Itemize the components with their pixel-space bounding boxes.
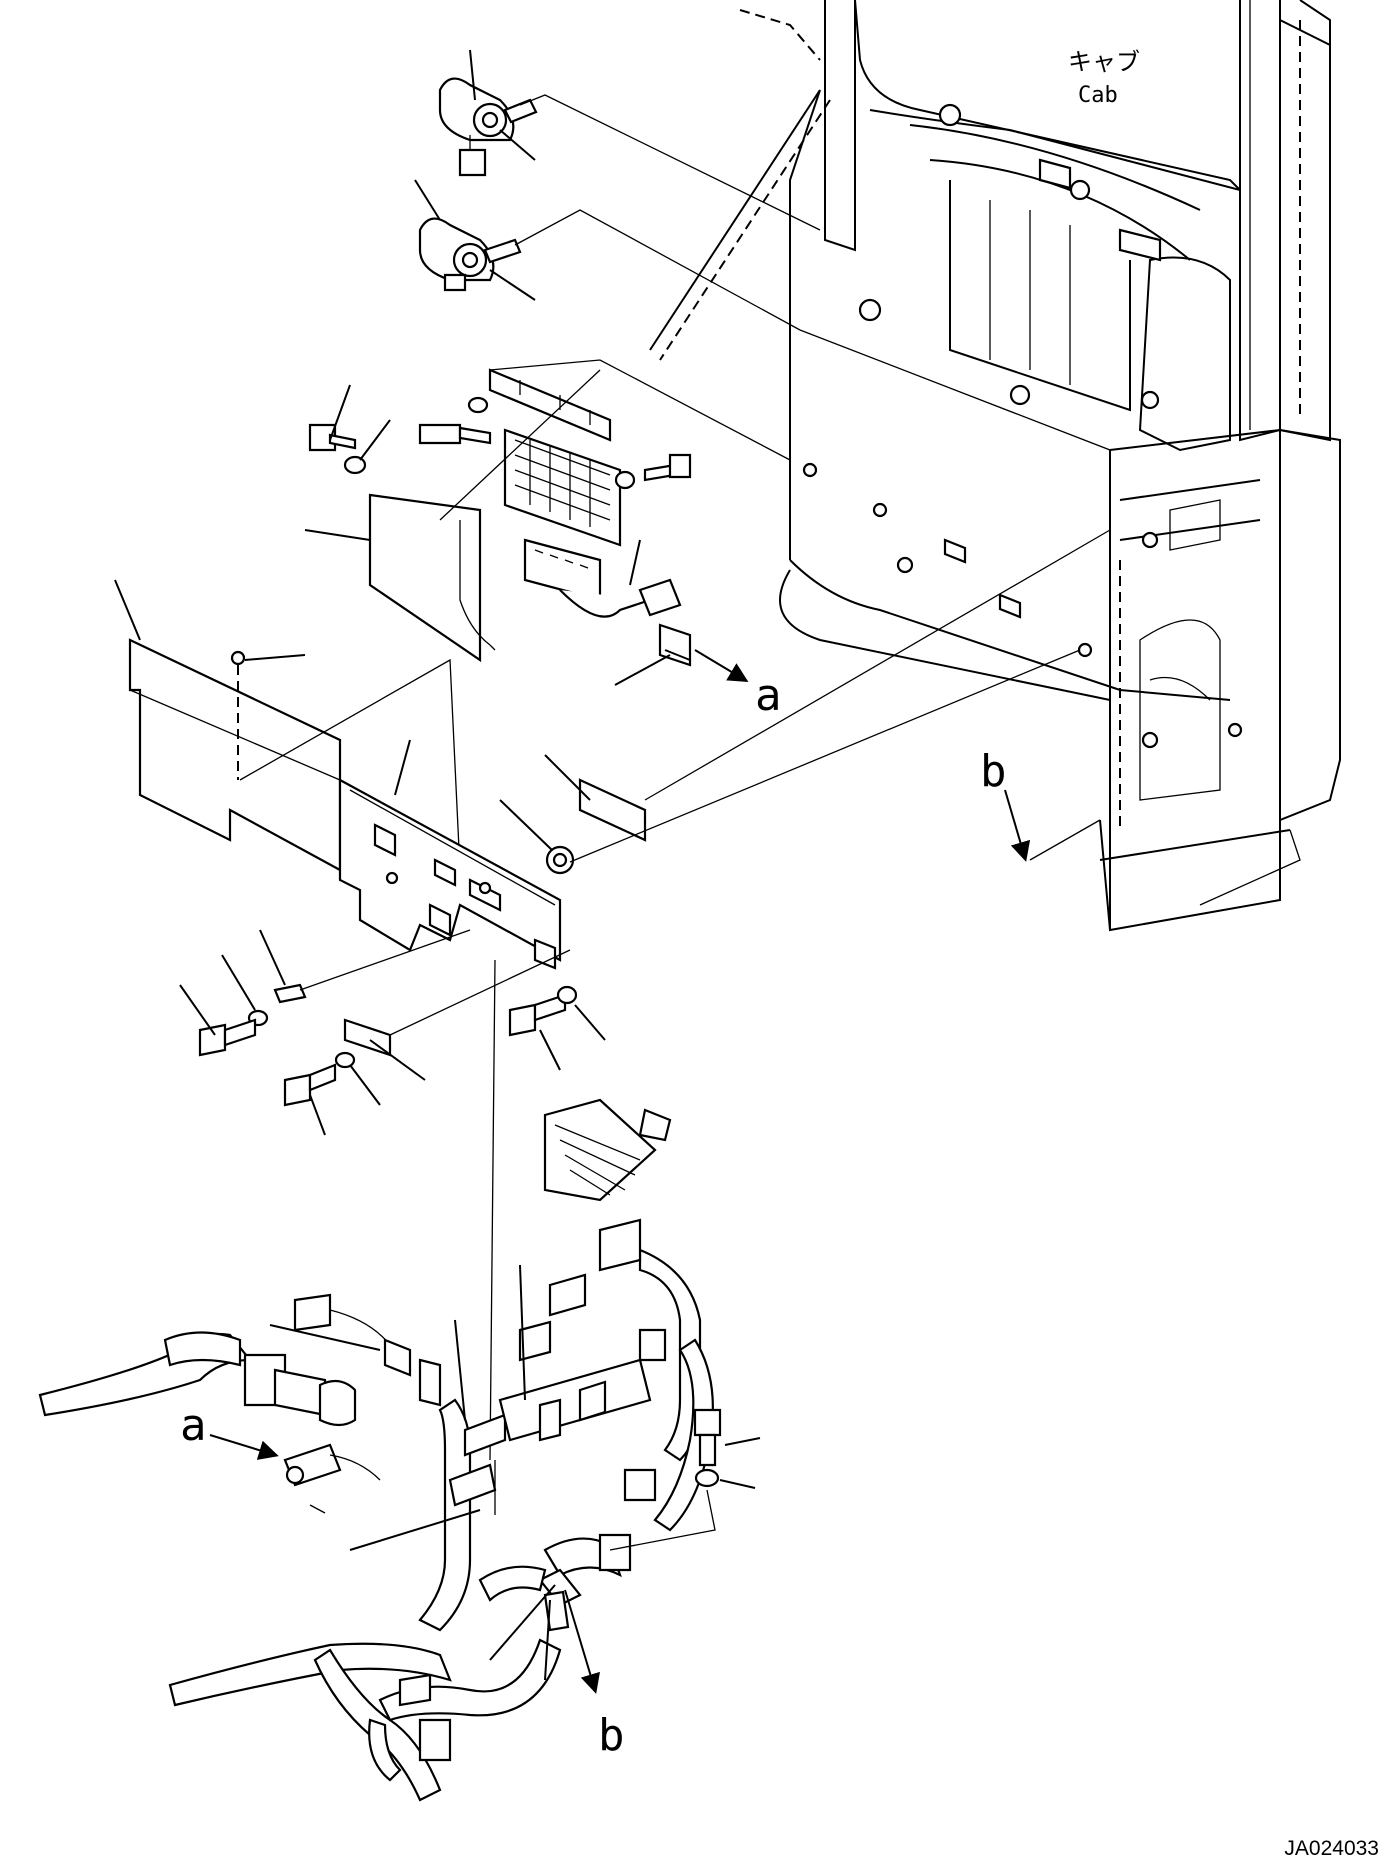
leader-harness-upper-2 (499, 129, 536, 161)
leader-harness-lower (414, 179, 441, 221)
leader-washer-right-mid (574, 1004, 606, 1041)
leader-connector-a (614, 654, 671, 686)
washer-bracket-left (467, 396, 489, 414)
leader-controller-connector (629, 539, 641, 586)
leader-clamp-left (259, 929, 286, 986)
cab-frame (649, 0, 1341, 932)
washer-right-mid (556, 985, 578, 1005)
guide-harness-upper (519, 94, 821, 231)
cab-label-en: Cab (1078, 83, 1118, 108)
leader-harness-lower-mid (489, 1584, 556, 1661)
washer-harness-right (694, 1468, 720, 1488)
washer-bracket-right (614, 470, 636, 490)
leader-bracket-main (394, 739, 411, 796)
bolt-left (198, 1018, 257, 1057)
leader-harness-clamp (454, 1319, 466, 1421)
sensor-harness-lower (418, 217, 522, 292)
bolt-middle (283, 1063, 337, 1107)
bolt-bracket-left (418, 423, 492, 445)
clamp-left (273, 983, 307, 1004)
label-a-bottom: a (180, 1400, 207, 1451)
leader-washer-left (221, 954, 256, 1011)
label-b-bottom: b (598, 1710, 625, 1761)
controller-connector (523, 538, 682, 618)
leader-cover-left (114, 579, 141, 641)
drawing-number: JA024033 (1284, 1837, 1379, 1860)
leader-clamp-middle (369, 1039, 426, 1081)
cover-panel-left (128, 638, 342, 872)
bolt-harness-right (693, 1408, 722, 1467)
clip-cover-left (230, 650, 246, 666)
grommet (545, 845, 575, 875)
cab-label-jp: キャブ (1068, 48, 1140, 76)
guide-cover-left (239, 658, 461, 871)
leader-bolt-harness-right (724, 1437, 761, 1446)
bolt-bracket-right (643, 453, 692, 482)
connector-to-a (658, 623, 692, 667)
washer-cover (343, 455, 367, 475)
leader-harness-lower-mid-2 (544, 1599, 551, 1681)
leader-harness-lower-left (349, 1509, 481, 1551)
leader-bolt-left (179, 984, 216, 1036)
label-a-top: a (755, 670, 782, 721)
bolt-cover (308, 423, 357, 452)
leader-small-plate (544, 754, 591, 801)
leader-cover-upper (304, 529, 371, 541)
leader-bolt-cover (329, 384, 351, 441)
arrow-b-bottom (564, 1589, 600, 1694)
leader-bolt-middle (309, 1094, 326, 1136)
guide-cover-upper (439, 369, 601, 521)
controller-bracket (488, 359, 791, 461)
guide-clamp-middle (389, 949, 571, 1036)
guide-grommet (569, 649, 1081, 863)
leader-clip-cover (244, 654, 306, 661)
leader-harness-center (519, 1264, 526, 1401)
controller-unit (503, 428, 622, 547)
guide-harness-lower (514, 209, 801, 331)
leader-harness-upper (469, 49, 476, 101)
guide-washer-harness-right (609, 1489, 716, 1551)
guide-bolt-right-mid (489, 959, 496, 1461)
label-b-right: b (980, 746, 1007, 797)
arrow-a-bottom (209, 1434, 279, 1460)
leader-bolt-right-mid (539, 1029, 561, 1071)
leader-washer-harness-right (719, 1479, 756, 1489)
guide-small-plate (644, 529, 1111, 801)
guide-clamp-left (299, 929, 471, 991)
mounting-bracket-main (338, 778, 562, 970)
leader-harness-upper-left (269, 1324, 381, 1351)
sensor-harness-upper (438, 77, 538, 177)
bolt-right-mid (508, 993, 567, 1037)
leader-grommet (499, 799, 553, 851)
leader-washer-cover (359, 419, 391, 461)
cover-plate-upper (368, 493, 496, 663)
arrow-to-a (694, 649, 749, 683)
guide-b-right (1029, 819, 1101, 861)
arrow-b-right (1004, 789, 1031, 862)
leader-washer-middle (349, 1064, 381, 1106)
leader-harness-lower-2 (489, 269, 536, 301)
washer-middle (334, 1051, 356, 1069)
small-plate (578, 778, 647, 842)
main-harness (38, 1098, 714, 1802)
